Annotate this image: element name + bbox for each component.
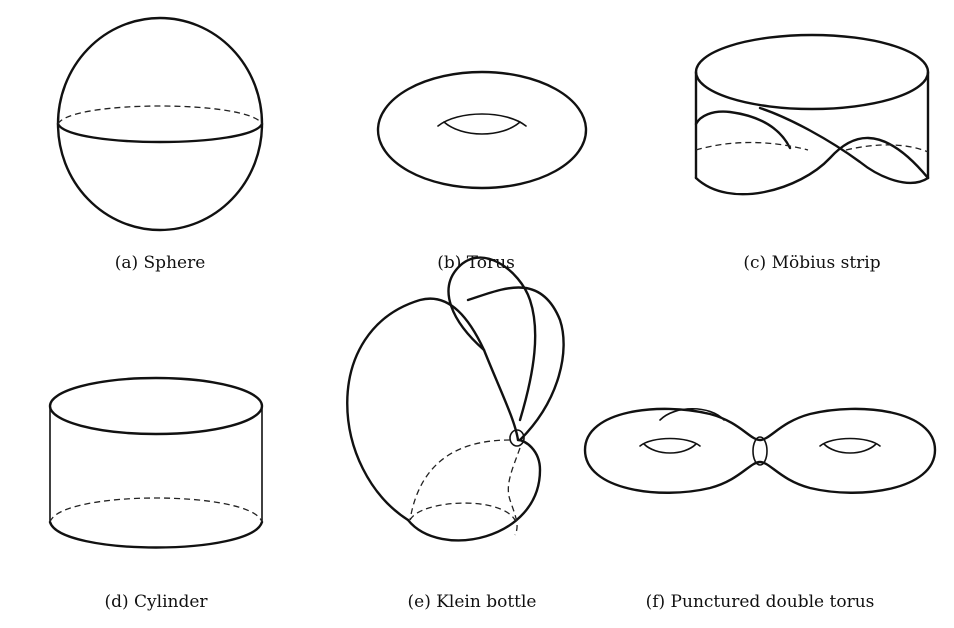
caption-sphere: (a) Sphere: [114, 253, 206, 273]
caption-klein: (e) Klein bottle: [407, 592, 537, 612]
klein-bottle-drawing: [346, 256, 565, 542]
double-torus-drawing: [583, 407, 937, 494]
cylinder-drawing: [48, 376, 264, 549]
caption-cylinder: (d) Cylinder: [104, 592, 208, 612]
caption-torus: (b) Torus: [437, 253, 515, 273]
torus-drawing: [376, 70, 588, 190]
caption-mobius: (c) Möbius strip: [743, 253, 881, 273]
caption-double-torus: (f) Punctured double torus: [645, 592, 875, 612]
sphere-drawing: [56, 16, 264, 232]
mobius-drawing: [694, 33, 930, 196]
